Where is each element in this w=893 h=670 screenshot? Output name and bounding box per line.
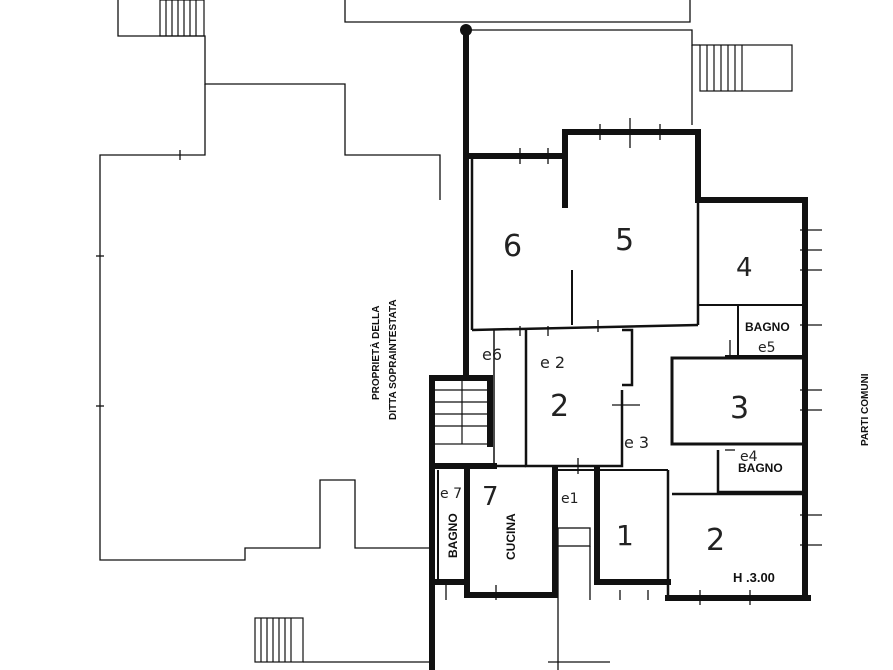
label-bagno-top: BAGNO — [745, 320, 790, 334]
label-cucina: CUCINA — [504, 513, 518, 560]
room-e3: e 3 — [624, 433, 649, 452]
printed-labels: BAGNO BAGNO BAGNO CUCINA PROPRIETÀ DELLA… — [369, 299, 871, 585]
opening-ticks — [445, 118, 822, 605]
room-2-bedroom: 2 — [706, 523, 725, 558]
room-1: 1 — [616, 519, 634, 552]
room-2-living: 2 — [550, 389, 569, 424]
label-proprieta-line2: DITTA SOPRAINTESTATA — [388, 299, 399, 420]
stairwell — [433, 377, 491, 445]
room-e1: e1 — [561, 491, 579, 507]
stairs-bottom-left — [254, 617, 432, 663]
label-bagno-left: BAGNO — [446, 513, 460, 558]
room-numbers: 6 5 4 2 3 7 1 2 e 2 e6 e 3 e5 e4 e 7 e1 — [440, 223, 776, 558]
interior-partitions — [437, 156, 807, 670]
label-bagno-mid: BAGNO — [738, 461, 783, 475]
stairs-top-left — [159, 0, 205, 37]
room-3: 3 — [730, 391, 749, 426]
room-7: 7 — [482, 482, 499, 512]
label-parti-comuni: PARTI COMUNI — [860, 373, 871, 446]
room-e5: e5 — [758, 340, 776, 356]
label-proprieta-line1: PROPRIETÀ DELLA — [369, 306, 382, 400]
room-e6: e6 — [482, 345, 502, 364]
room-4: 4 — [736, 253, 753, 283]
room-e2: e 2 — [540, 353, 565, 372]
room-e4: e4 — [740, 449, 758, 465]
label-height: H .3.00 — [733, 570, 775, 585]
adjacent-property-outline — [96, 0, 700, 561]
room-e7: e 7 — [440, 486, 462, 502]
room-6: 6 — [503, 229, 522, 264]
room-5: 5 — [615, 223, 634, 258]
stairs-top-right — [699, 44, 793, 92]
